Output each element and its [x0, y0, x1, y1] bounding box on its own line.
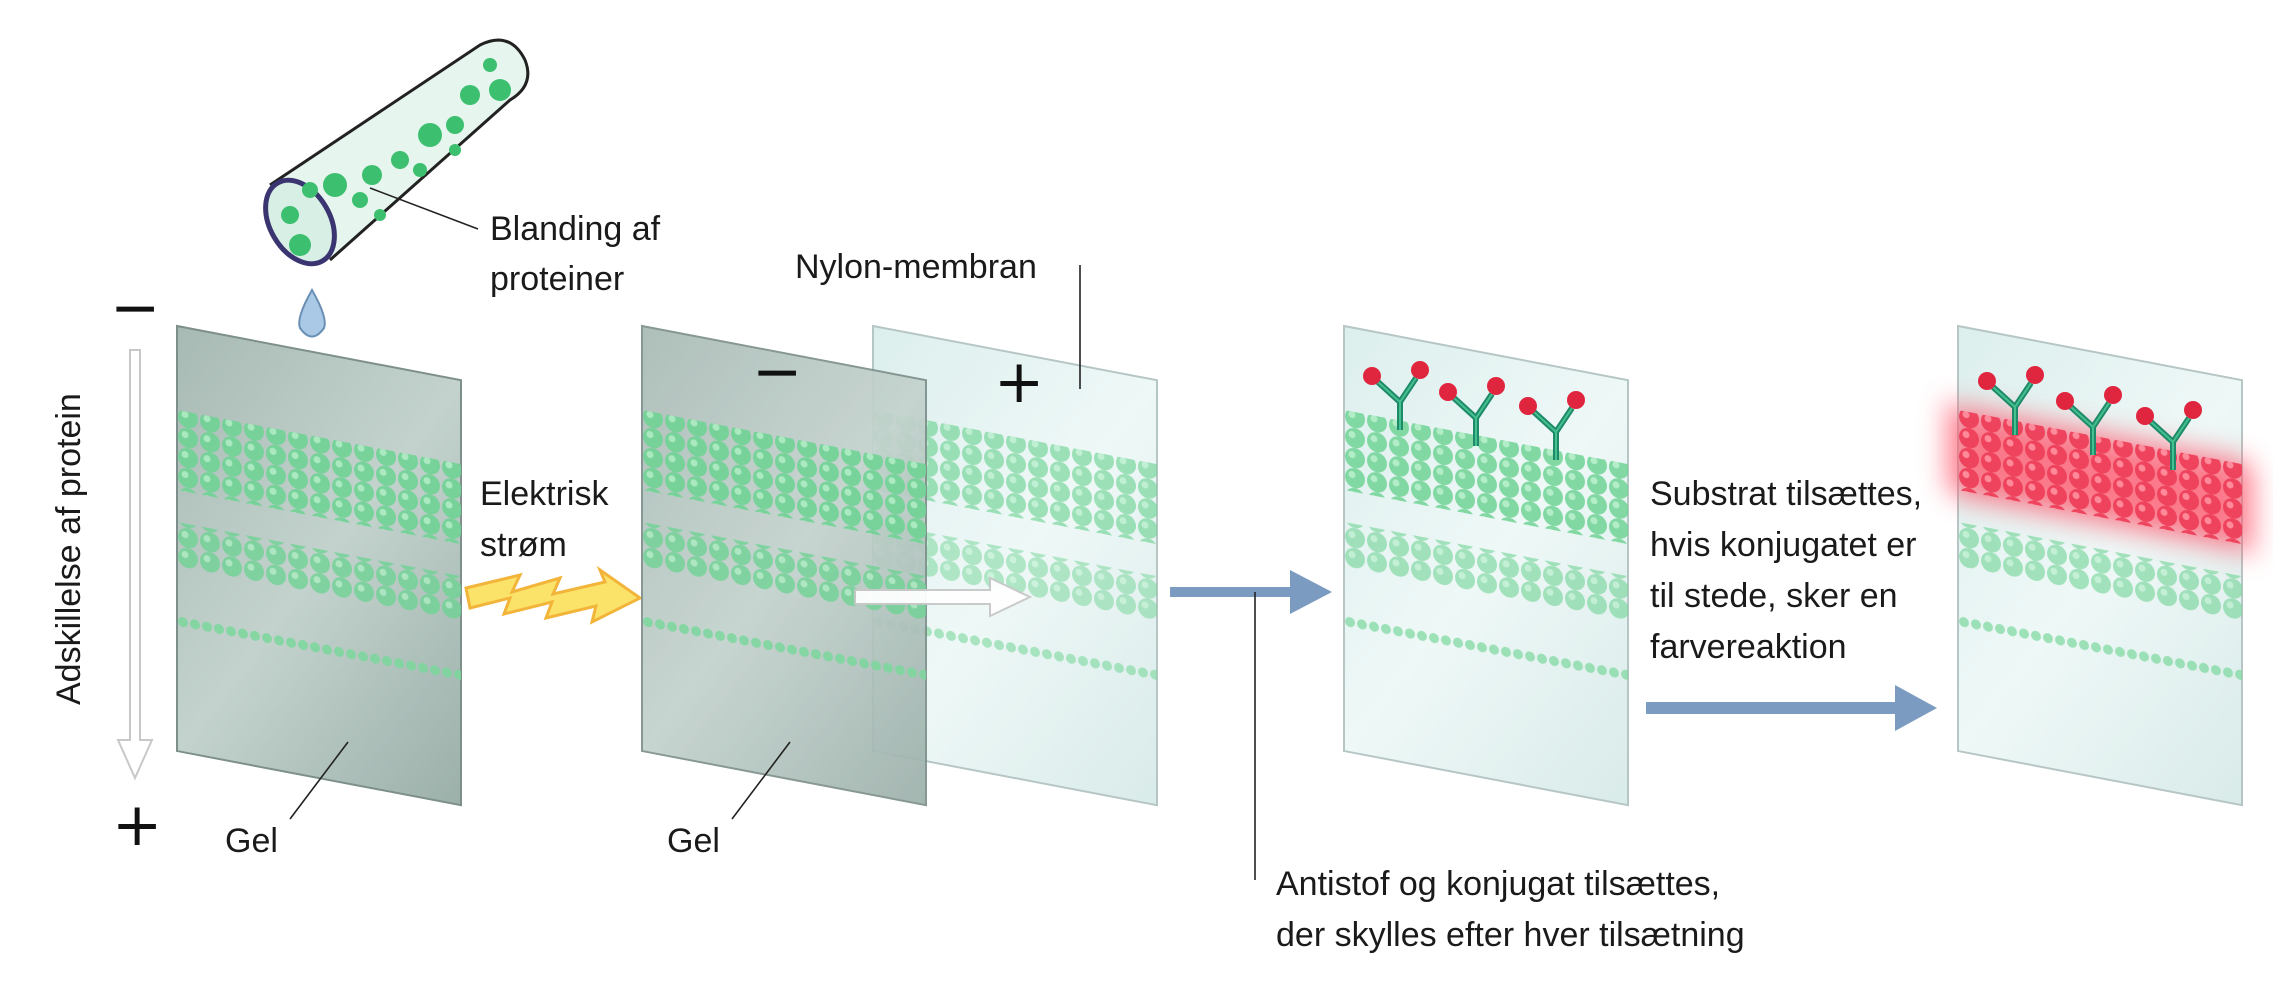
gel-2-leader — [731, 741, 791, 820]
protein-band — [642, 616, 926, 681]
protein-band — [1958, 522, 2242, 621]
gel-minus-sign: − — [752, 337, 802, 407]
gel-1-label: Gel — [225, 822, 278, 860]
protein-band — [177, 522, 461, 621]
membrane-color-reaction-panel — [1948, 324, 2252, 807]
droplet-icon — [298, 287, 326, 338]
protein-band — [873, 616, 1157, 681]
protein-band — [177, 616, 461, 681]
protein-band — [873, 522, 1157, 621]
protein-band — [1344, 410, 1628, 545]
test-tube-icon — [263, 38, 530, 267]
gel-panel-1 — [176, 324, 462, 807]
nylon-membrane-panel — [872, 324, 1158, 807]
protein-band — [1344, 616, 1628, 681]
protein-band — [1344, 522, 1628, 621]
step-arrow-2-icon — [1646, 685, 1937, 731]
membrane-plus-sign: + — [994, 347, 1044, 417]
protein-mix-leader — [369, 187, 479, 230]
protein-band — [1958, 616, 2242, 681]
minus-sign: − — [110, 273, 160, 343]
antibody-step-label: Antistof og konjugat tilsættes,der skyll… — [1276, 865, 1745, 954]
separation-axis-label: Adskillelse af protein — [50, 393, 88, 705]
nylon-membrane-label: Nylon-membran — [795, 248, 1037, 286]
transfer-arrow-icon — [854, 576, 1033, 618]
step-arrow-1-icon — [1170, 570, 1332, 614]
protein-band — [642, 410, 926, 545]
protein-band — [873, 410, 1157, 545]
plus-sign: + — [112, 790, 162, 860]
gel-1-leader — [289, 741, 349, 820]
protein-band — [177, 410, 461, 545]
lightning-arrow-icon — [464, 565, 643, 625]
reacted-protein-band — [1958, 410, 2242, 545]
separation-arrow-icon — [116, 349, 154, 781]
gel-2-label: Gel — [667, 822, 720, 860]
